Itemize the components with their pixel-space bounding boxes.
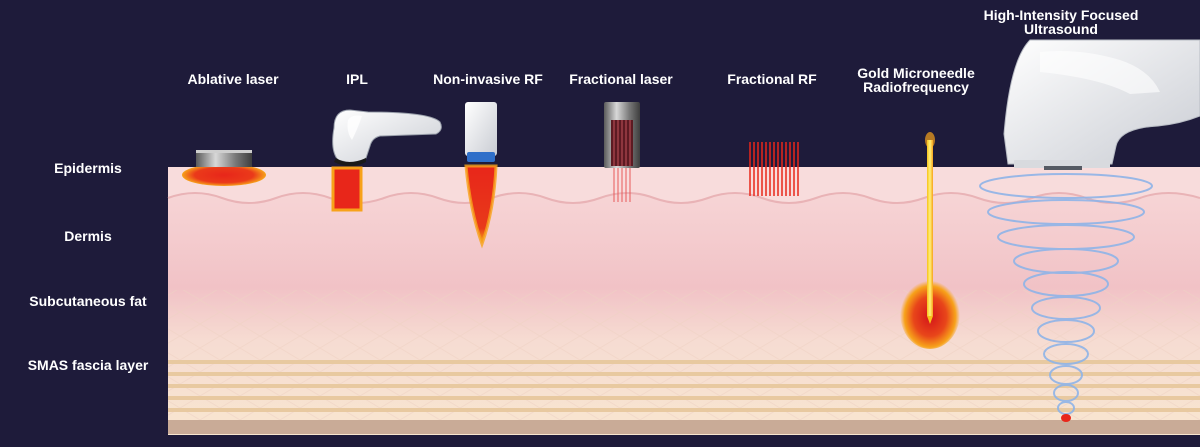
- gold-microneedle-line2: Radiofrequency: [863, 79, 969, 95]
- ultrasound-focus-rings: [979, 173, 1153, 415]
- treatment-label-non-invasive-rf: Non-invasive RF: [433, 71, 543, 87]
- treatment-label-gold-microneedle-rf: Gold Microneedle Radiofrequency: [857, 66, 974, 94]
- smas-fascia-bands: [168, 360, 1200, 412]
- treatment-label-fractional-laser: Fractional laser: [569, 71, 673, 87]
- skin-block: [167, 167, 1200, 435]
- ablative-laser-device: [182, 150, 266, 186]
- treatment-label-ipl: IPL: [346, 71, 368, 87]
- non-invasive-rf-device: [464, 102, 498, 249]
- layer-label-dermis: Dermis: [64, 228, 112, 244]
- layer-label-epidermis: Epidermis: [54, 160, 122, 176]
- skin-base: [168, 420, 1200, 434]
- treatment-label-fractional-rf: Fractional RF: [727, 71, 817, 87]
- gold-microneedle-device: [900, 132, 960, 349]
- hifu-line2: Ultrasound: [1024, 21, 1098, 37]
- treatment-label-hifu: High-Intensity Focused Ultrasound: [984, 8, 1139, 36]
- treatment-label-ablative-laser: Ablative laser: [187, 71, 279, 87]
- ipl-device: [331, 109, 442, 212]
- hifu-line1: High-Intensity Focused: [983, 7, 1139, 23]
- layer-label-subcutaneous-fat: Subcutaneous fat: [29, 293, 147, 309]
- hifu-device: [979, 39, 1200, 422]
- fractional-laser-device: [604, 102, 640, 202]
- fractional-rf-needles: [749, 142, 799, 196]
- gold-microneedle-line1: Gold Microneedle: [857, 65, 975, 81]
- layer-label-smas-fascia: SMAS fascia layer: [27, 357, 149, 373]
